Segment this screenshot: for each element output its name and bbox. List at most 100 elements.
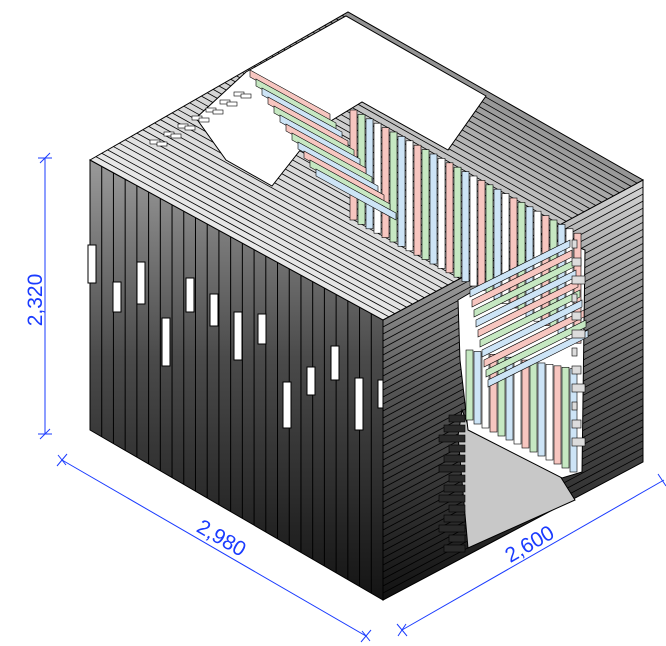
interior-slat bbox=[421, 149, 430, 260]
cut-step bbox=[156, 141, 168, 147]
roof-slat-line bbox=[142, 129, 437, 292]
interior-slat bbox=[445, 162, 454, 274]
interior-slat bbox=[469, 175, 478, 287]
window-slit bbox=[330, 345, 340, 381]
interior-slat bbox=[405, 140, 414, 252]
window-slit bbox=[136, 261, 146, 305]
cut-step bbox=[571, 401, 578, 411]
interior-slat bbox=[529, 361, 538, 453]
window-slit bbox=[161, 317, 171, 367]
interior-slat bbox=[453, 166, 462, 278]
cut-step bbox=[571, 239, 578, 249]
cut-step bbox=[443, 514, 466, 523]
cut-step bbox=[170, 133, 182, 139]
cut-step bbox=[443, 424, 466, 433]
cut-step bbox=[571, 275, 586, 285]
cut-step bbox=[571, 257, 582, 267]
left-facade-slats bbox=[101, 166, 372, 594]
cut-step bbox=[571, 311, 582, 321]
roof-slat-line bbox=[148, 126, 443, 289]
window-slit bbox=[233, 311, 243, 361]
cut-step bbox=[448, 414, 466, 423]
width-label: 2,980 bbox=[193, 515, 250, 561]
roof-slat-line bbox=[160, 119, 455, 283]
roof-slat-line bbox=[130, 136, 425, 299]
interior-slat bbox=[561, 366, 570, 469]
window-slit bbox=[257, 313, 267, 345]
interior-slat bbox=[429, 153, 438, 265]
interior-board bbox=[483, 309, 585, 368]
cut-opening bbox=[149, 15, 589, 553]
cut-step bbox=[226, 101, 238, 107]
interior-slat bbox=[553, 365, 562, 465]
roof-slat-line bbox=[124, 139, 419, 302]
cut-step bbox=[438, 524, 466, 533]
interior-slat bbox=[365, 118, 374, 230]
window-slit bbox=[209, 293, 219, 327]
roof-slat-line bbox=[136, 132, 431, 295]
cut-step bbox=[448, 474, 466, 483]
interior-board bbox=[477, 279, 579, 338]
interior-board bbox=[469, 239, 571, 298]
interior-slat bbox=[485, 184, 494, 296]
height-dimension: 2,320 bbox=[24, 152, 52, 440]
window-slit bbox=[87, 244, 97, 284]
roof-slat-line bbox=[154, 122, 449, 286]
interior-board bbox=[487, 329, 589, 388]
interior-colored-slats bbox=[249, 69, 589, 473]
roof-slat-line bbox=[101, 152, 396, 314]
cut-step bbox=[448, 534, 466, 543]
interior-board bbox=[471, 249, 573, 308]
height-label: 2,320 bbox=[24, 274, 47, 327]
cut-step bbox=[438, 494, 466, 503]
interior-slat bbox=[521, 359, 530, 449]
left-facade bbox=[87, 159, 387, 601]
cut-step bbox=[571, 437, 586, 447]
interior-slat bbox=[437, 158, 446, 269]
roof-slat-line bbox=[113, 146, 407, 308]
interior-slat bbox=[381, 127, 390, 238]
interior-slat bbox=[537, 362, 546, 457]
interior-slat bbox=[489, 354, 498, 433]
cut-step bbox=[448, 504, 466, 513]
cut-step bbox=[571, 293, 578, 303]
window-slit bbox=[112, 281, 122, 313]
interior-board bbox=[479, 289, 581, 348]
interior-slat bbox=[505, 356, 514, 441]
interior-board bbox=[481, 299, 583, 358]
cut-step bbox=[571, 419, 582, 429]
cut-step bbox=[443, 454, 466, 463]
cut-step bbox=[198, 117, 210, 123]
window-slit bbox=[185, 277, 195, 313]
roof-slat-line bbox=[95, 156, 390, 318]
interior-board bbox=[485, 319, 587, 378]
interior-slat bbox=[373, 122, 382, 234]
interior-slat bbox=[389, 131, 398, 243]
window-slit bbox=[306, 366, 316, 396]
roof-slat-line bbox=[107, 149, 401, 311]
window-slit bbox=[354, 377, 364, 431]
cut-step bbox=[443, 544, 466, 553]
interior-slat bbox=[477, 180, 486, 291]
cut-step bbox=[240, 93, 252, 99]
cut-step bbox=[571, 383, 586, 393]
window-slit bbox=[282, 381, 292, 429]
interior-slat bbox=[473, 351, 482, 425]
left-facade-windows bbox=[87, 244, 387, 431]
cut-step bbox=[571, 329, 586, 339]
cut-step bbox=[571, 365, 582, 375]
interior-slat bbox=[545, 364, 554, 461]
cut-step bbox=[448, 444, 466, 453]
interior-slat bbox=[413, 144, 422, 256]
interior-board bbox=[473, 259, 575, 318]
interior-board bbox=[315, 168, 397, 221]
jagged-cut-edges bbox=[149, 91, 586, 553]
cut-step bbox=[212, 109, 224, 115]
interior-slat bbox=[501, 193, 510, 304]
interior-slat bbox=[397, 136, 406, 247]
interior-slat bbox=[461, 171, 470, 282]
cut-step bbox=[571, 347, 578, 357]
cut-step bbox=[438, 434, 466, 443]
